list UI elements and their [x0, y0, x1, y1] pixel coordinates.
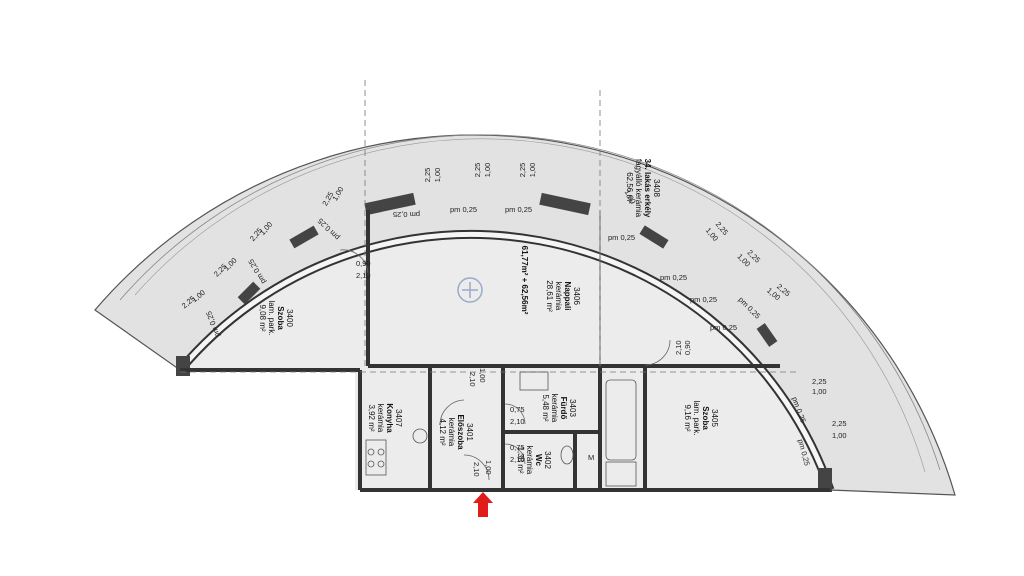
door-dim-075: 0,75 2,10 [510, 405, 525, 426]
room-label-3403: 3403 Fürdő kerámia 5,48 m² [541, 394, 577, 423]
room-area: 3,92 m² [367, 404, 376, 431]
room-floor: kerámia [550, 394, 559, 423]
room-area: 1,38 m² [516, 446, 525, 473]
svg-text:2,10: 2,10 [510, 455, 525, 464]
room-label-3406: 3406 Nappali kerámia 28,61 m² [545, 280, 581, 312]
svg-text:1,00: 1,00 [478, 368, 487, 383]
interior-walls [180, 210, 830, 492]
svg-text:2,25: 2,25 [518, 163, 527, 178]
bath-m-label: M [588, 453, 594, 462]
interior-floor [355, 365, 645, 490]
room-name: Wc [534, 454, 543, 467]
room-floor: kerámia [447, 418, 456, 447]
room-label-3408: 3408 34. lakás erkély fagyálló kerámia 6… [625, 159, 661, 218]
entrance-arrow-icon [473, 492, 493, 517]
room-area: 28,61 m² [545, 280, 554, 312]
room-name: Konyha [385, 403, 394, 433]
bath-fixtures [519, 371, 637, 487]
svg-text:2,10: 2,10 [468, 372, 477, 387]
svg-text:2,25: 2,25 [812, 377, 827, 386]
svg-text:1,00: 1,00 [433, 168, 442, 183]
svg-text:1,00: 1,00 [483, 163, 492, 178]
svg-text:2,10: 2,10 [674, 340, 683, 355]
room-id: 3402 [543, 451, 552, 469]
svg-text:pm 0,25: pm 0,25 [608, 233, 635, 242]
svg-text:pm 0,25: pm 0,25 [505, 205, 532, 214]
room-label-3407: 3407 Konyha kerámia 3,92 m² [367, 403, 403, 433]
svg-text:pm 0,25: pm 0,25 [660, 273, 687, 282]
room-area: 62,56 m² [625, 172, 634, 204]
room-id: 3407 [394, 409, 403, 427]
room-area: 9,08 m² [258, 304, 267, 331]
door-dim-075-wc: 0,75 2,10 [510, 443, 525, 464]
svg-text:pm 0,25: pm 0,25 [450, 205, 477, 214]
door-dim-090-b: 0,90 2,10 [674, 340, 692, 355]
room-id: 3406 [572, 287, 581, 305]
svg-text:2,25: 2,25 [832, 419, 847, 428]
room-floor: lam. park. [267, 300, 276, 335]
room-name: Szoba [701, 406, 710, 430]
room-area: 9,16 m² [683, 404, 692, 431]
room-id: 3403 [568, 399, 577, 417]
svg-text:2,10: 2,10 [510, 417, 525, 426]
room-label-3400: 3400 Szoba lam. park. 9,08 m² [258, 300, 294, 335]
balcony-edge-line [134, 138, 926, 473]
room-label-3401: 3401 Előszoba kerámia 4,12 m² [438, 414, 474, 450]
room-floor: fagyálló kerámia [634, 159, 643, 218]
room-id: 3405 [710, 409, 719, 427]
room-area: 5,48 m² [541, 394, 550, 421]
room-name: Nappali [563, 282, 572, 311]
svg-text:2,25: 2,25 [473, 163, 482, 178]
room-name: Fürdő [559, 397, 568, 420]
balcony-edge-line [119, 134, 941, 471]
total-area-label: 61,77m² + 62,56m² [520, 246, 529, 315]
interior-floor [180, 234, 830, 490]
svg-text:pm 0,25: pm 0,25 [690, 295, 717, 304]
door-dim-100-entry: 1,00 [484, 460, 493, 475]
curved-wall-inner [178, 231, 833, 491]
room-id: 3400 [285, 309, 294, 327]
svg-text:0,90: 0,90 [356, 259, 371, 268]
room-label-3405: 3405 Szoba lam. park. 9,16 m² [683, 400, 719, 435]
svg-text:1,00: 1,00 [812, 387, 827, 396]
room-id: 3401 [465, 423, 474, 441]
room-label-3402: 3402 Wc kerámia 1,38 m² [516, 446, 552, 475]
room-floor: lam. park. [692, 400, 701, 435]
room-name: Szoba [276, 306, 285, 330]
door-dim-100: 1,00 [478, 368, 487, 383]
kitchen-fixtures [365, 428, 428, 476]
door-swings [339, 249, 671, 481]
svg-text:pm 0,25: pm 0,25 [393, 210, 420, 219]
room-name: 34. lakás erkély [643, 159, 652, 218]
svg-text:0,75: 0,75 [510, 405, 525, 414]
svg-text:pm 0,25: pm 0,25 [710, 323, 737, 332]
door-dim-090: 0,90 2,10 [356, 259, 371, 280]
compass-icon [457, 277, 483, 303]
dashed-guides [180, 80, 800, 373]
svg-text:1,00: 1,00 [528, 163, 537, 178]
door-dim-210-entry: 2,10 [472, 462, 481, 477]
room-floor: kerámia [525, 446, 534, 475]
svg-text:1,00: 1,00 [484, 460, 493, 475]
svg-text:0,90: 0,90 [683, 340, 692, 355]
svg-text:1,00: 1,00 [832, 431, 847, 440]
room-area: 4,12 m² [438, 418, 447, 445]
room-floor: kerámia [376, 404, 385, 433]
svg-text:2,25: 2,25 [423, 168, 432, 183]
room-floor: kerámia [554, 282, 563, 311]
svg-text:0,75: 0,75 [510, 443, 525, 452]
room-id: 3408 [652, 179, 661, 197]
door-dim-210: 2,10 [468, 372, 477, 387]
svg-text:2,10: 2,10 [472, 462, 481, 477]
room-name: Előszoba [456, 414, 465, 450]
svg-text:2,10: 2,10 [356, 271, 371, 280]
